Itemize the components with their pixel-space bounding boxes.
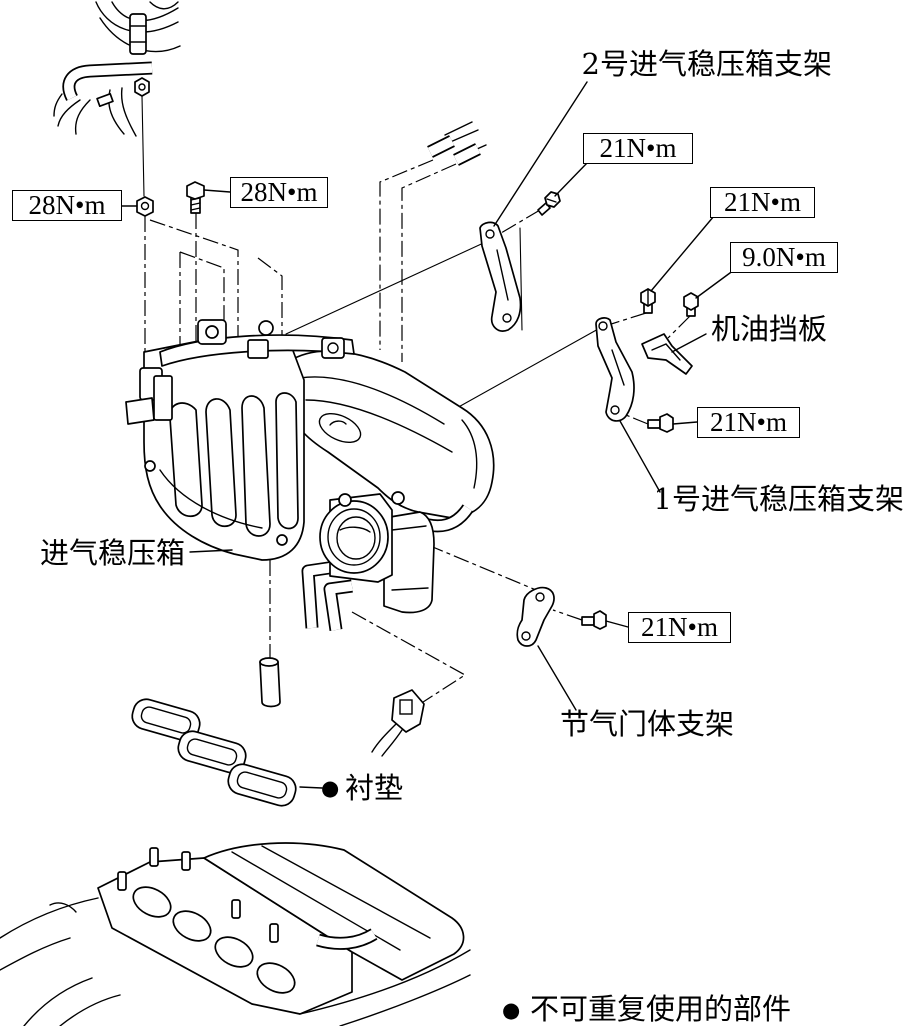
throttle-body-bracket [516, 586, 555, 647]
oil-baffle-label: 机油挡板 [710, 312, 827, 346]
torque-bracket-no2-bolt: 21N•m [583, 133, 693, 164]
throttle-sensor-connector [371, 689, 425, 757]
gasket [131, 698, 297, 807]
reference-lines [285, 227, 601, 415]
bracket-no1 [595, 317, 635, 422]
oil-baffle-bolt [683, 292, 699, 317]
torque-bracket-no1-lower-bolt: 21N•m [697, 407, 800, 438]
torque-left-nut: 28N•m [12, 190, 122, 221]
gasket-label: 衬垫 [345, 771, 404, 805]
torque-left-bolt: 28N•m [230, 177, 328, 208]
torque-throttle-body-bracket-bolt: 21N•m [628, 612, 731, 643]
vacuum-hose [427, 121, 487, 166]
bracket-no1-label: 1号进气稳压箱支架 [653, 482, 904, 516]
wire-harness [53, 1, 181, 137]
bracket-no2 [479, 221, 522, 332]
leader-lines [121, 81, 735, 789]
hose-fitting [259, 657, 281, 708]
gasket-non-reusable-marker: ● [321, 776, 340, 800]
throttle-body [301, 491, 435, 631]
harness-nut [134, 77, 150, 97]
throttle-body-bracket-bolt [581, 610, 607, 630]
harness-nut-axis [141, 95, 145, 197]
torque-bracket-no1-upper-bolt: 21N•m [710, 187, 815, 218]
bracket-no1-upper-bolt [640, 288, 656, 314]
manifold-bolt [186, 181, 205, 214]
legend-symbol: ● [502, 998, 521, 1022]
legend-text: 不可重复使用的部件 [530, 992, 792, 1026]
oil-baffle [641, 333, 693, 375]
bracket-no1-lower-bolt [647, 413, 674, 433]
torque-oil-baffle-bolt: 9.0N•m [730, 242, 838, 273]
intake-plenum-label: 进气稳压箱 [40, 536, 186, 570]
intake-plenum [125, 319, 495, 561]
bracket-no2-label: 2号进气稳压箱支架 [581, 47, 832, 81]
throttle-body-bracket-label: 节气门体支架 [560, 707, 735, 741]
bracket-no2-bolt [537, 191, 561, 216]
engine-overview [0, 842, 471, 1026]
manifold-nut [136, 196, 154, 217]
